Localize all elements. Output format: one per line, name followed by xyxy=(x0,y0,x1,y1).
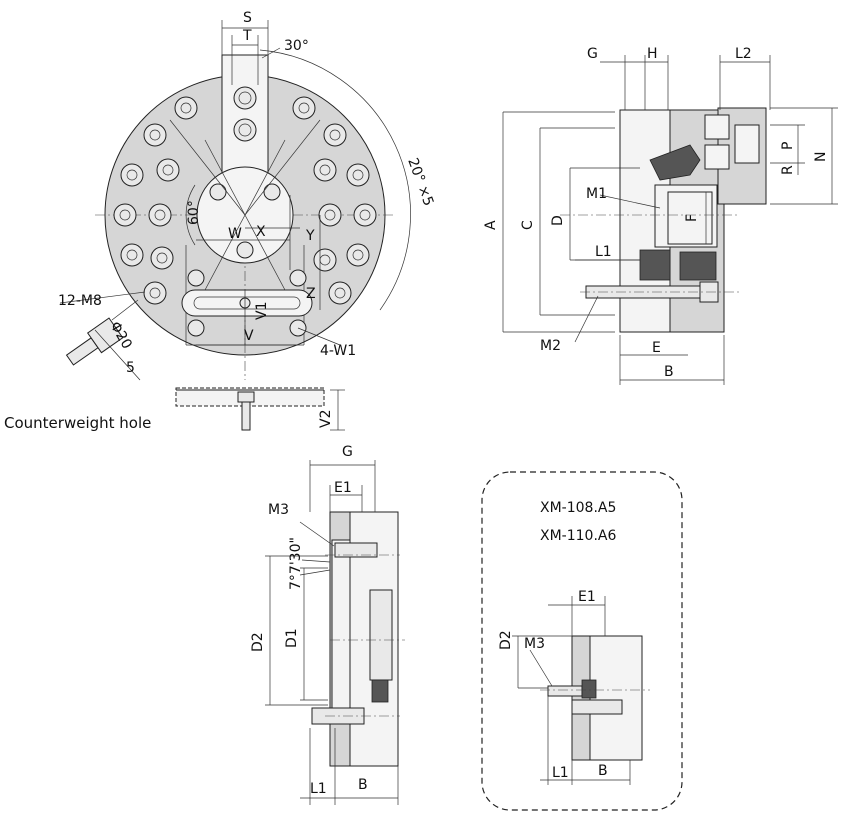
label-12-M8: 12-M8 xyxy=(58,293,102,309)
bottom-angle: 7°7'30" xyxy=(288,537,304,590)
front-view: S T 30° 20° ×5 60° W X Y Z V1 V 12-M8 4-… xyxy=(4,10,436,432)
side-F: F xyxy=(684,214,700,222)
side-P: P xyxy=(780,142,796,150)
dim-V1: V1 xyxy=(254,302,270,320)
side-E: E xyxy=(652,340,661,356)
angle-60: 60° xyxy=(186,200,202,225)
dim-Z: Z xyxy=(306,286,316,302)
bottom-M3: M3 xyxy=(268,502,289,518)
inset-L1: L1 xyxy=(552,765,569,781)
bottom-view: G E1 M3 7°7'30" D2 D1 L1 B xyxy=(250,444,405,805)
inset-model-1: XM-108.A5 xyxy=(540,500,616,516)
dim-5: 5 xyxy=(126,360,135,376)
side-A: A xyxy=(483,220,499,230)
dim-T: T xyxy=(242,28,252,44)
side-B: B xyxy=(664,364,674,380)
inset-D2: D2 xyxy=(498,630,514,650)
side-M1: M1 xyxy=(586,186,607,202)
dim-Y: Y xyxy=(305,228,315,244)
side-N: N xyxy=(813,152,829,162)
side-H: H xyxy=(647,46,658,62)
counterweight-bolt xyxy=(65,317,124,366)
side-M2: M2 xyxy=(540,338,561,354)
dim-S: S xyxy=(243,10,252,26)
inset-B: B xyxy=(598,763,608,779)
inset-model-2: XM-110.A6 xyxy=(540,528,616,544)
dim-X: X xyxy=(256,224,266,240)
dim-V2: V2 xyxy=(318,410,334,428)
inset-M3: M3 xyxy=(524,636,545,652)
bottom-G: G xyxy=(342,444,353,460)
side-C: C xyxy=(520,220,536,230)
side-view: G H L2 A C D M1 F L1 M2 E B P R N xyxy=(483,46,838,385)
side-L1: L1 xyxy=(595,244,612,260)
angle-30: 30° xyxy=(284,38,309,54)
inset-panel: XM-108.A5 XM-110.A6 E1 D2 M3 L1 B xyxy=(481,471,683,811)
side-R: R xyxy=(780,165,796,175)
bottom-B: B xyxy=(358,777,368,793)
label-4-W1: 4-W1 xyxy=(320,343,356,359)
side-D: D xyxy=(550,215,566,226)
dim-W: W xyxy=(228,226,242,242)
dim-V: V xyxy=(244,328,254,344)
side-G: G xyxy=(587,46,598,62)
bottom-D1: D1 xyxy=(284,628,300,648)
bottom-E1: E1 xyxy=(334,480,352,496)
bottom-D2: D2 xyxy=(250,632,266,652)
bottom-L1: L1 xyxy=(310,781,327,797)
counterweight-caption: Counterweight hole xyxy=(4,414,151,432)
bolt-holes xyxy=(113,96,377,305)
angle-20x5: 20° ×5 xyxy=(404,156,436,208)
side-L2: L2 xyxy=(735,46,752,62)
inset-E1: E1 xyxy=(578,589,596,605)
